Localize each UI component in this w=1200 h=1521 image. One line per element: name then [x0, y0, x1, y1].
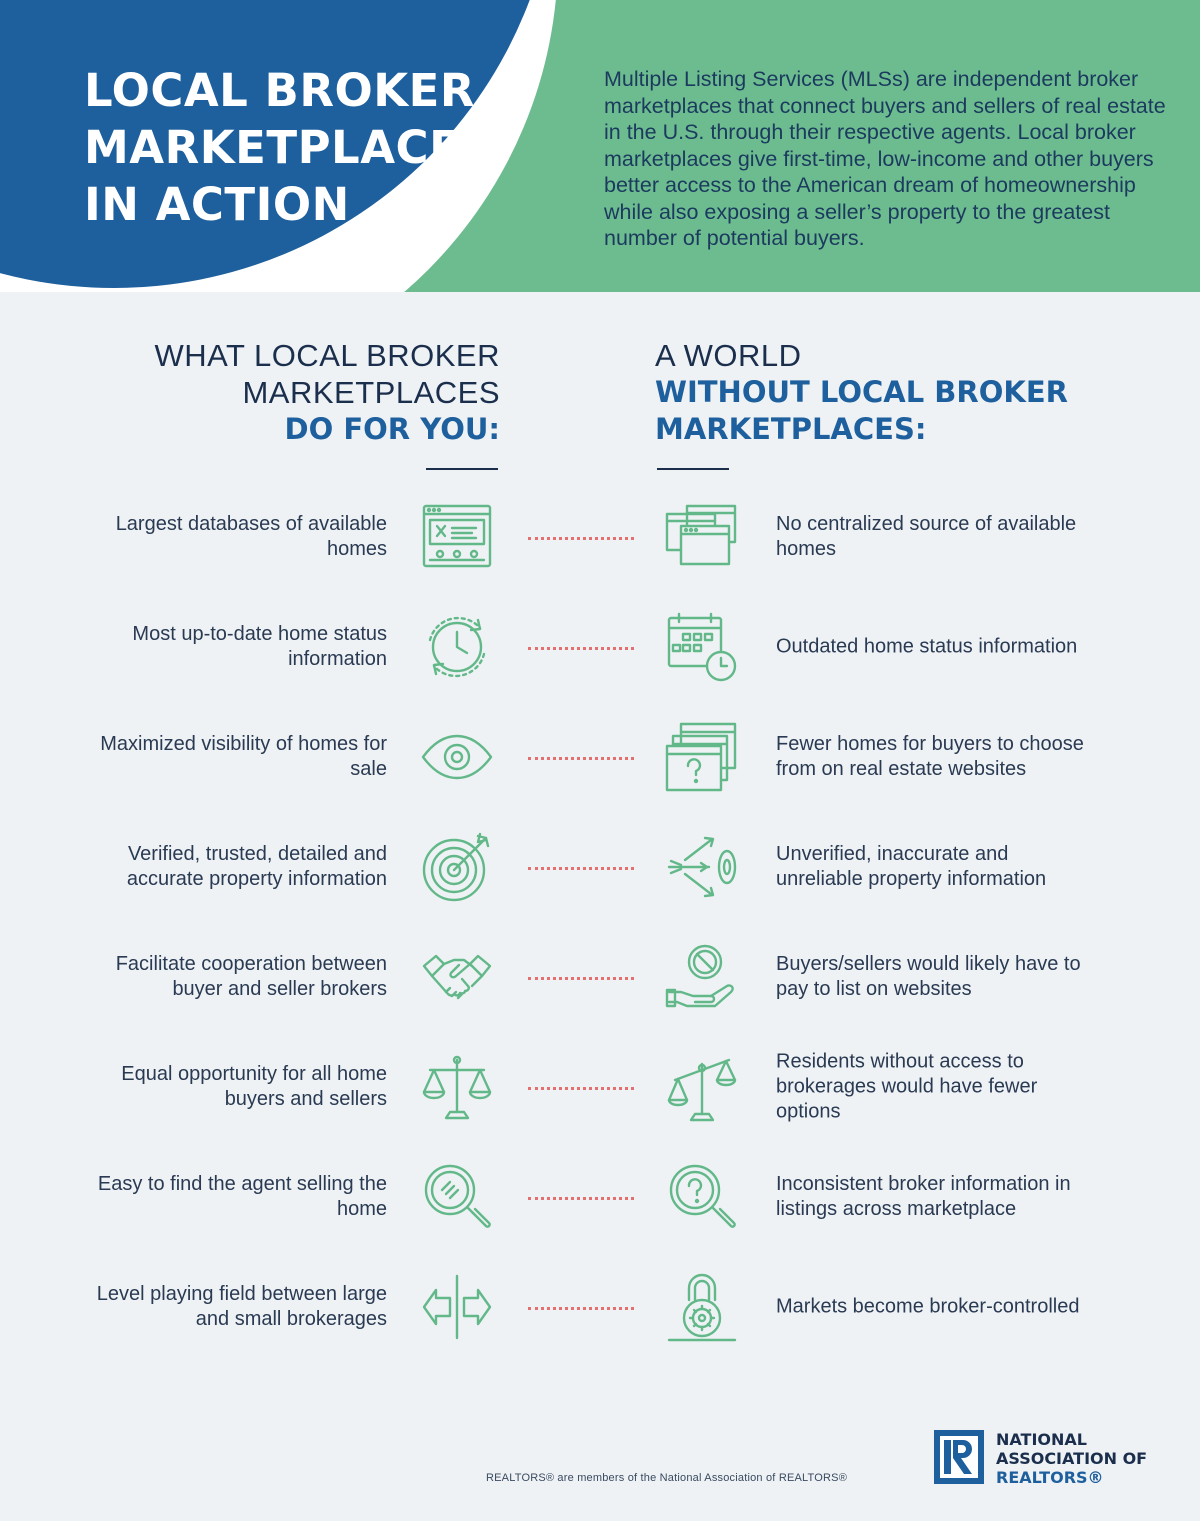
realtor-r-logo-icon [934, 1430, 984, 1484]
row-right-text: Unverified, inaccurate and unreliable pr… [776, 843, 1047, 890]
hand-coin-icon [665, 940, 739, 1014]
balanced-scale-icon [420, 1050, 494, 1124]
target-bullseye-icon [420, 830, 494, 904]
title-line-3: IN ACTION [84, 178, 350, 231]
row-connector-dots [528, 537, 634, 540]
row-right-text: Inconsistent broker information in listi… [776, 1173, 1071, 1220]
title-line-1: LOCAL BROKER [84, 64, 475, 117]
intro-paragraph: Multiple Listing Services (MLSs) are ind… [604, 67, 1166, 250]
magnifier-icon [420, 1160, 494, 1234]
page-title: LOCAL BROKER MARKETPLACES IN ACTION [84, 62, 554, 233]
row-left-text: Most up-to-date home status information [132, 623, 387, 670]
logo-line-2: ASSOCIATION OF [996, 1449, 1148, 1468]
row-connector-dots [528, 867, 634, 870]
row-connector-dots [528, 1197, 634, 1200]
comparison-row: Most up-to-date home status information … [0, 602, 1200, 692]
header-band: LOCAL BROKER MARKETPLACES IN ACTION Mult… [0, 0, 1200, 292]
left-heading-line-2: MARKETPLACES [242, 375, 500, 410]
logo-text: NATIONAL ASSOCIATION OF REALTORS® [996, 1430, 1147, 1487]
calendar-clock-icon [665, 610, 739, 684]
row-connector-dots [528, 1307, 634, 1310]
comparison-row: Largest databases of available homes No … [0, 492, 1200, 582]
right-column-heading: A WORLD WITHOUT LOCAL BROKER MARKETPLACE… [655, 337, 1175, 448]
comparison-row: Level playing field between large and sm… [0, 1262, 1200, 1352]
nar-logo: NATIONAL ASSOCIATION OF REALTORS® [934, 1430, 1180, 1487]
row-right-text: Outdated home status information [776, 635, 1078, 658]
right-heading-underline [657, 468, 729, 470]
row-right-text: No centralized source of available homes [776, 513, 1077, 560]
row-left-text: Largest databases of available homes [115, 513, 387, 560]
row-connector-dots [528, 977, 634, 980]
comparison-row: Verified, trusted, detailed and accurate… [0, 822, 1200, 912]
right-heading-line-1: A WORLD [655, 338, 802, 373]
comparison-row: Facilitate cooperation between buyer and… [0, 932, 1200, 1022]
row-left-text: Equal opportunity for all home buyers an… [121, 1063, 387, 1110]
footer-note: REALTORS® are members of the National As… [486, 1472, 847, 1484]
row-right-text: Markets become broker-controlled [776, 1295, 1080, 1318]
comparison-row: Easy to find the agent selling the home … [0, 1152, 1200, 1242]
handshake-icon [420, 940, 494, 1014]
logo-line-1: NATIONAL [996, 1430, 1087, 1449]
left-heading-underline [426, 468, 498, 470]
row-connector-dots [528, 757, 634, 760]
tilted-scale-icon [665, 1050, 739, 1124]
left-column-heading: WHAT LOCAL BROKER MARKETPLACES DO FOR YO… [60, 337, 500, 448]
row-connector-dots [528, 647, 634, 650]
comparison-row: Maximized visibility of homes for sale F… [0, 712, 1200, 802]
logo-line-3: REALTORS® [996, 1468, 1104, 1487]
row-right-text: Fewer homes for buyers to choose from on… [776, 733, 1084, 780]
missed-arrows-icon [665, 830, 739, 904]
refresh-clock-icon [420, 610, 494, 684]
comparison-row: Equal opportunity for all home buyers an… [0, 1042, 1200, 1132]
row-left-text: Maximized visibility of homes for sale [100, 733, 387, 780]
database-listing-icon [420, 500, 494, 574]
eye-icon [420, 720, 494, 794]
split-arrows-icon [420, 1270, 494, 1344]
question-window-icon [665, 720, 739, 794]
left-heading-line-1: WHAT LOCAL BROKER [154, 338, 500, 373]
right-heading-line-2: WITHOUT LOCAL BROKER [655, 375, 1069, 409]
magnifier-question-icon [665, 1160, 739, 1234]
title-line-2: MARKETPLACES [84, 121, 494, 174]
row-right-text: Residents without access to brokerages w… [776, 1050, 1038, 1123]
left-heading-line-3: DO FOR YOU: [284, 412, 500, 446]
row-left-text: Verified, trusted, detailed and accurate… [126, 843, 387, 890]
row-connector-dots [528, 1087, 634, 1090]
right-heading-line-3: MARKETPLACES: [655, 412, 927, 446]
multiple-windows-icon [665, 500, 739, 574]
row-left-text: Facilitate cooperation between buyer and… [115, 953, 387, 1000]
padlock-gear-icon [665, 1270, 739, 1344]
row-left-text: Easy to find the agent selling the home [97, 1173, 387, 1220]
row-right-text: Buyers/sellers would likely have to pay … [776, 953, 1081, 1000]
row-left-text: Level playing field between large and sm… [96, 1283, 387, 1330]
